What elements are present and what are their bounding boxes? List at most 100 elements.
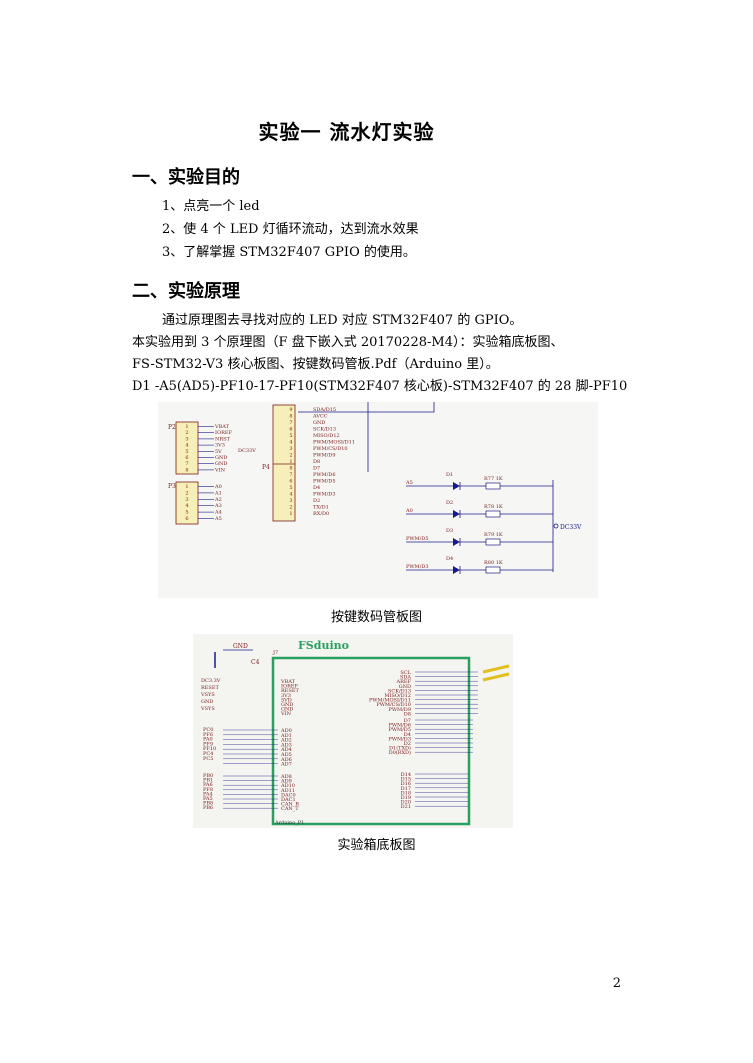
left-net: GND [201, 699, 213, 705]
lower-pin: DAC0 [281, 792, 296, 798]
analog-net: PF9 [203, 741, 213, 747]
left-pin: VBAT [280, 679, 296, 685]
p2-pin-2: 2 [185, 430, 188, 436]
p4-net: PWM/D9 [313, 453, 336, 459]
p3-net: A0 [214, 484, 222, 490]
right-low-pin: D14 [401, 772, 411, 778]
p4-pin: 2 [289, 505, 292, 511]
left-pin: VIN [280, 711, 292, 717]
p2-net: IOREF [215, 430, 232, 436]
p3-pin-6: 6 [185, 516, 188, 522]
p4-label: P4 [262, 464, 270, 471]
right-pin: SCL [400, 670, 411, 676]
right-low-pin: D15 [401, 777, 411, 783]
lower-net: PA5 [203, 796, 213, 802]
p4-net: RX/D0 [313, 511, 329, 517]
led-input: PWM/D5 [406, 536, 429, 542]
p4-net: D2 [313, 498, 320, 504]
left-pin: 5VD [281, 697, 292, 703]
p2-pin-4: 4 [185, 443, 188, 449]
analog-pin: AD3 [280, 742, 292, 748]
right-mid-pin: D2 [404, 741, 411, 747]
led-name: D2 [446, 500, 453, 506]
p4-net: PWM/D5 [313, 479, 336, 485]
p4-pin: 1 [289, 459, 292, 465]
p4-pin: 9 [289, 407, 292, 413]
analog-net: PC0 [203, 727, 213, 733]
left-net: RESET [201, 685, 219, 691]
p3-pin-1: 1 [185, 484, 188, 490]
j7-label: J7 [272, 650, 278, 656]
board-title: FSduino [298, 639, 349, 652]
left-pin: RESET [281, 688, 299, 694]
page-number: 2 [612, 976, 621, 991]
right-mid-pin: PWM/D3 [389, 736, 412, 742]
p4-net: TX/D1 [313, 505, 329, 511]
p4-net: D7 [313, 466, 320, 472]
p2-pin-1: 1 [185, 424, 188, 430]
lower-pin: AD10 [280, 783, 295, 789]
left-pin: GND [281, 707, 293, 713]
right-pin: PWM/D9 [389, 707, 412, 713]
led-resistor: R78 1K [484, 504, 503, 510]
p3-pin-3: 3 [185, 497, 188, 503]
p3-pin-4: 4 [185, 503, 188, 509]
right-mid-pin: D1(TXD) [389, 745, 411, 752]
right-pin: GND [399, 684, 411, 690]
right-pin: AREF [396, 679, 412, 685]
left-net: VSYS [200, 706, 215, 712]
p3-pin-5: 5 [185, 510, 188, 516]
section-heading-purpose: 一、实验目的 [132, 167, 240, 188]
purpose-item-2: 2、使 4 个 LED 灯循环流动，达到流水效果 [162, 222, 419, 237]
lower-pin: AD9 [280, 779, 292, 785]
analog-net: PC4 [203, 751, 213, 757]
p4-pin: 4 [289, 492, 292, 498]
p4-net: AVCC [312, 414, 328, 420]
left-pin: GND [281, 702, 293, 708]
p2-net: VBAT [214, 424, 230, 430]
p2-net: 3V3 [215, 443, 225, 449]
right-pin: MISO/D12 [384, 693, 411, 699]
p4-pin: 3 [289, 498, 292, 504]
p4-net: PWM/D6 [313, 472, 336, 478]
p2-pin-5: 5 [185, 449, 188, 455]
right-pin: SDA [400, 675, 411, 681]
p4-net: PWM/MOSI/D11 [313, 440, 355, 446]
left-net: VSYS [200, 692, 215, 698]
right-low-pin: D18 [401, 790, 411, 796]
p4-pin: 5 [289, 433, 292, 439]
left-pin: 3V3 [281, 693, 291, 699]
right-mid-pin: D0(RXD) [389, 749, 411, 756]
lower-pin: CAN_R [281, 802, 299, 808]
right-low-pin: D19 [401, 795, 411, 801]
right-low-pin: D17 [401, 786, 411, 792]
lower-pin: AD11 [280, 788, 295, 794]
left-pin: IOREF [281, 684, 298, 690]
p2-label: P2 [168, 424, 176, 431]
lower-net: PB8 [203, 801, 213, 807]
right-pin: PWM/CS/D10 [376, 702, 411, 708]
p4-pin: 7 [289, 472, 292, 478]
p4-net: PWM/CS/D10 [313, 446, 348, 452]
p3-net: A2 [214, 497, 222, 503]
analog-net: PA0 [203, 737, 213, 743]
right-pin: PWM/MOSI/D11 [369, 698, 411, 704]
right-pin: D8 [404, 711, 411, 717]
p3-net: A3 [214, 503, 222, 509]
p2-pin-3: 3 [185, 436, 188, 442]
p2-pin-7: 7 [185, 461, 188, 467]
led-name: D3 [446, 528, 453, 534]
analog-pin: AD4 [280, 747, 292, 753]
section-heading-principle: 二、实验原理 [132, 281, 240, 302]
lower-pin: AD8 [280, 774, 292, 780]
analog-pin: AD7 [280, 762, 292, 768]
analog-pin: AD5 [280, 752, 292, 758]
analog-pin: AD6 [280, 757, 292, 763]
led-input: PWM/D3 [406, 564, 429, 570]
p2-net: NRST [215, 436, 231, 442]
lower-net: PB6 [203, 805, 213, 811]
lower-net: PA4 [203, 791, 213, 797]
analog-pin: AD2 [280, 738, 292, 744]
